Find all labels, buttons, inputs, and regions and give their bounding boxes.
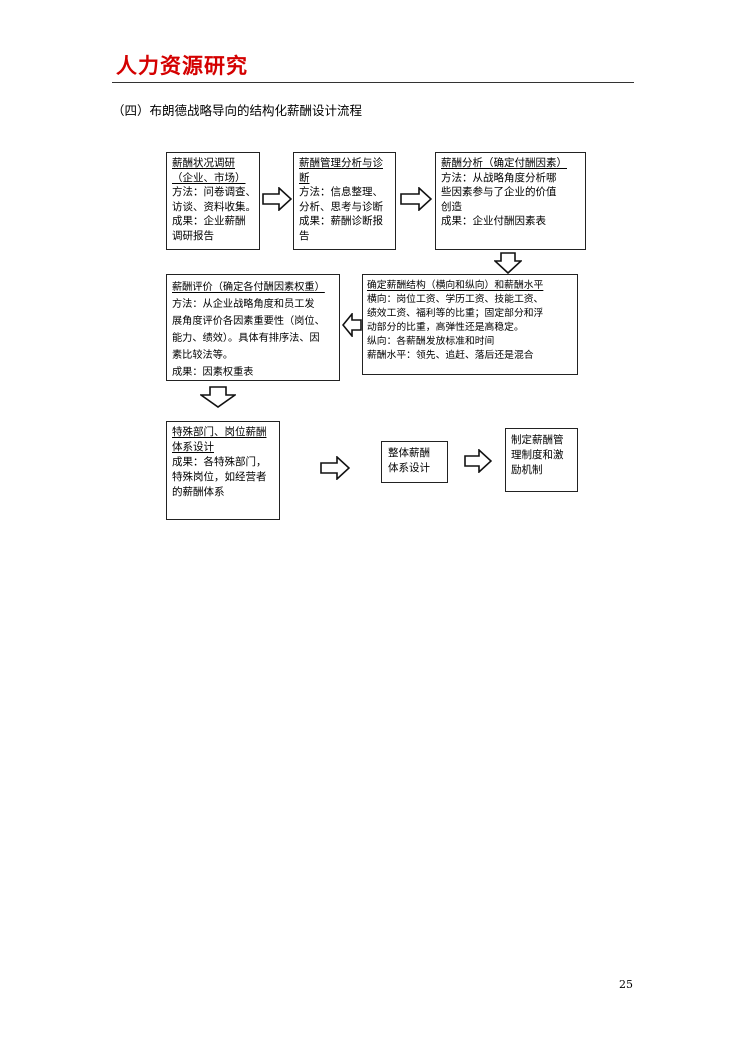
section-heading: （四）布朗德战略导向的结构化薪酬设计流程: [112, 103, 363, 118]
flow-box-salary-evaluation: 薪酬评价（确定各付酬因素权重） 方法：从企业战略角度和员工发 展角度评价各因素重…: [166, 274, 340, 381]
flow-box-line: 纵向：各薪酬发放标准和时间: [367, 336, 495, 347]
arrow-down-icon: [200, 386, 236, 408]
flow-box-line: 成果：企业付酬因素表: [441, 215, 546, 227]
flow-box-line: 薪酬水平：领先、追赶、落后还是混合: [367, 350, 534, 361]
flow-box-line: 方法：从企业战略角度和员工发: [172, 299, 315, 310]
flow-box-line: 理制度和激: [511, 449, 564, 461]
flow-box-special-department: 特殊部门、岗位薪酬体系设计 成果：各特殊部门， 特殊岗位，如经营者 的薪酬体系: [166, 421, 280, 520]
flow-box-line: 访谈、资料收集。: [172, 200, 256, 213]
flow-box-title: 薪酬分析（确定付酬因素）: [441, 157, 567, 169]
flow-box-line: 展角度评价各因素重要性（岗位、: [172, 316, 325, 327]
flow-box-line: 能力、绩效）。具体有排序法、因: [172, 333, 320, 344]
flow-box-overall-system: 整体薪酬 体系设计: [381, 441, 448, 483]
flow-box-line: 励机制: [511, 464, 543, 476]
header-title: 人力资源研究: [116, 54, 248, 78]
flow-box-line: 方法：问卷调查、: [172, 186, 256, 198]
flow-box-line: 成果：企业薪酬: [172, 215, 246, 227]
flow-box-management-rules: 制定薪酬管 理制度和激 励机制: [505, 428, 578, 492]
flow-box-line: 制定薪酬管: [511, 434, 564, 446]
arrow-down-icon: [494, 252, 522, 274]
flow-box-line: 特殊岗位，如经营者: [172, 471, 267, 483]
flow-box-line: 体系设计: [388, 462, 430, 474]
arrow-left-icon: [342, 313, 362, 337]
flow-box-line: 成果：因素权重表: [172, 367, 254, 378]
flow-box-line: 的薪酬体系: [172, 486, 225, 498]
flow-box-line: 创造: [441, 200, 462, 213]
flow-box-line: 分析、思考与诊断: [299, 200, 383, 213]
flow-box-salary-analysis: 薪酬分析（确定付酬因素） 方法：从战略角度分析哪 些因素参与了企业的价值 创造 …: [435, 152, 586, 250]
flow-box-title: 确定薪酬结构（横向和纵向）和薪酬水平: [367, 280, 544, 291]
page-number: 25: [619, 978, 633, 991]
flow-box-line: 动部分的比重，高弹性还是高稳定。: [367, 322, 524, 333]
flow-box-line: 横向：岗位工资、学历工资、技能工资、: [367, 294, 544, 305]
arrow-right-icon: [464, 449, 492, 473]
flow-box-title: 薪酬状况调研（企业、市场）: [172, 157, 246, 184]
flow-box-salary-structure: 确定薪酬结构（横向和纵向）和薪酬水平 横向：岗位工资、学历工资、技能工资、 绩效…: [362, 274, 578, 375]
flow-box-line: 整体薪酬: [388, 447, 430, 459]
flow-box-line: 方法：从战略角度分析哪: [441, 171, 557, 184]
flow-box-line: 调研报告: [172, 229, 214, 242]
arrow-right-icon: [320, 456, 350, 480]
flow-box-line: 些因素参与了企业的价值: [441, 186, 557, 198]
flow-box-title: 薪酬管理分析与诊断: [299, 157, 383, 184]
arrow-right-icon: [262, 187, 292, 211]
flow-box-line: 成果：薪酬诊断报: [299, 215, 383, 227]
header-divider: [112, 82, 634, 83]
flow-box-line: 绩效工资、福利等的比重；固定部分和浮: [367, 308, 544, 319]
flow-box-salary-diagnosis: 薪酬管理分析与诊断 方法：信息整理、 分析、思考与诊断 成果：薪酬诊断报 告: [293, 152, 396, 250]
arrow-right-icon: [400, 187, 432, 211]
flow-box-line: 素比较法等。: [172, 350, 234, 361]
flow-box-line: 方法：信息整理、: [299, 186, 383, 198]
flow-box-line: 成果：各特殊部门，: [172, 456, 267, 468]
flow-box-line: 告: [299, 229, 310, 242]
flow-box-salary-survey: 薪酬状况调研（企业、市场） 方法：问卷调查、 访谈、资料收集。 成果：企业薪酬 …: [166, 152, 260, 250]
flow-box-title: 薪酬评价（确定各付酬因素权重）: [172, 282, 325, 293]
flow-box-title: 特殊部门、岗位薪酬体系设计: [172, 426, 267, 453]
